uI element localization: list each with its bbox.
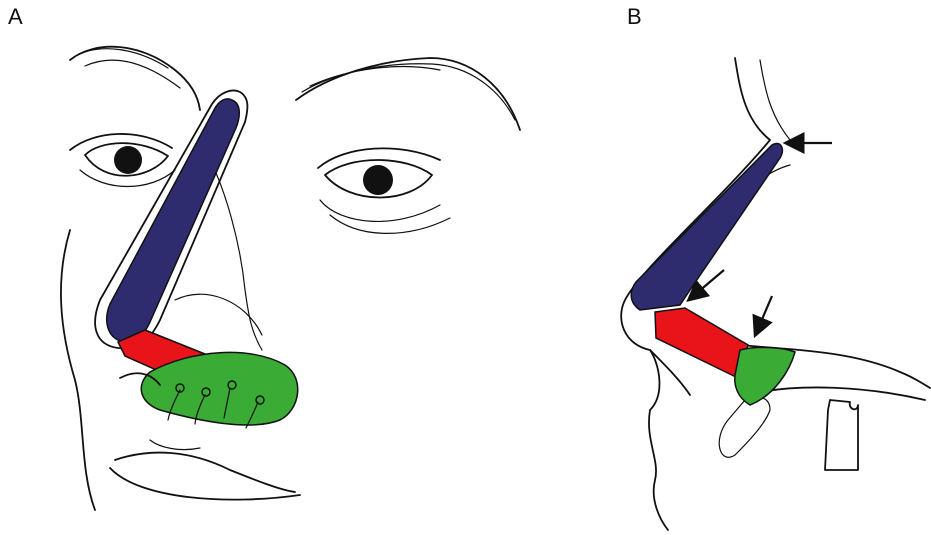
left-pupil [114,146,142,174]
right-pupil [363,165,393,195]
left-eye-upper-lid [70,134,172,150]
right-eyebrow [296,58,520,130]
lower-lip [110,468,300,500]
upper-lip-profile [650,350,690,395]
left-eyebrow [70,47,200,110]
tooth [825,400,858,470]
middle-segment-graft-lateral [655,308,748,378]
philtrum [150,440,200,450]
panel-b-profile [621,58,930,530]
lower-segment-graft-lateral [735,347,795,405]
upper-segment-graft [107,99,240,342]
lip-line [760,387,925,400]
right-eyebrow-hair [302,64,515,120]
upper-lip [115,453,295,492]
columella [719,397,770,457]
panel-a-face [61,47,520,510]
left-eyebrow-hair [78,49,180,88]
right-eye-crease [320,200,450,233]
face-contour [61,230,95,510]
brow-line [760,60,790,140]
arrow-icon [760,296,772,324]
